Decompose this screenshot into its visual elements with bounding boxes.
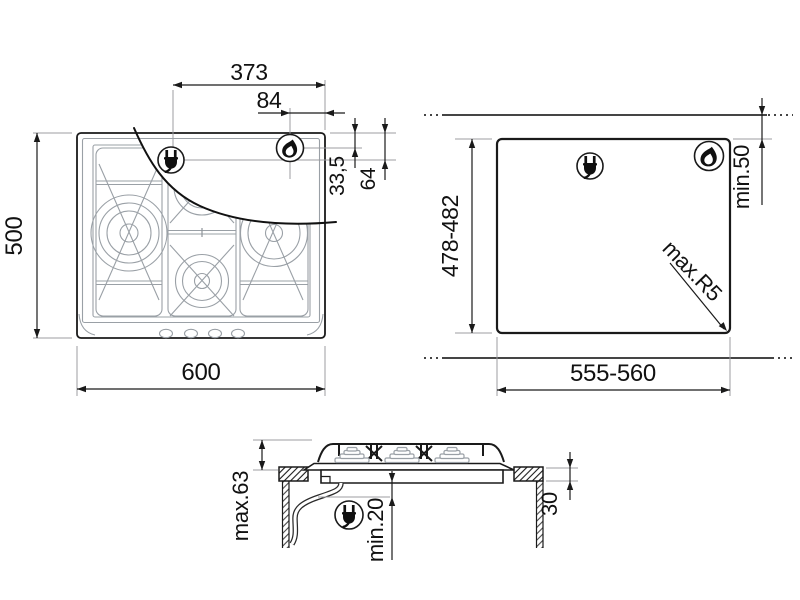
flame-icon: [275, 133, 305, 163]
dim-label-width: 600: [181, 359, 220, 386]
break-line: [133, 127, 337, 225]
side-view-dimensions: [258, 440, 574, 560]
cutout-dimensions: [468, 98, 766, 394]
power-cable: [289, 482, 344, 546]
cutout-outline: [495, 137, 732, 335]
burner-bottom-center: [174, 253, 230, 309]
dim-label-plug-top-offset: 64: [357, 167, 380, 190]
dim-label-height-above-worktop: max.63: [228, 471, 253, 541]
side-section-view: max.63 min.20 30: [228, 439, 578, 562]
top-view-dimensions: [33, 81, 389, 393]
cutout-extension-lines: [455, 138, 772, 396]
worktop-section-right: [513, 466, 544, 482]
worktop-section-left: [278, 466, 309, 482]
burner-caps-profile: [334, 446, 470, 464]
dim-label-flame-top-offset: 33,5: [326, 156, 349, 196]
dim-label-cutout-depth: 478-482: [437, 195, 463, 277]
plug-icon: [157, 146, 185, 174]
dim-label-plug-offset: 373: [230, 59, 267, 85]
worktop-cutout-view: 478-482 555-560 min.50 max.R5: [424, 98, 793, 396]
dim-label-worktop-thickness: 30: [537, 492, 562, 516]
dim-label-clearance-below: min.20: [363, 498, 388, 562]
knob: [207, 328, 223, 339]
control-knobs: [158, 328, 246, 339]
hob-body-profile: [320, 469, 504, 484]
plug-icon: [334, 500, 364, 530]
cabinet-sides: [281, 481, 544, 548]
top-view-extension-lines: [33, 80, 396, 396]
dim-label-cutout-width: 555-560: [570, 360, 656, 387]
dim-label-flame-offset: 84: [257, 87, 282, 113]
pan-support-profile: [317, 443, 505, 463]
hob-plate-profile: [301, 462, 515, 471]
dim-label-rear-clearance: min.50: [729, 145, 754, 209]
knob: [230, 328, 246, 339]
plug-icon: [576, 152, 604, 180]
flame-icon: [693, 140, 725, 172]
knob: [183, 328, 199, 339]
hob-top-view: 500 600 373 84 33,5 64: [1, 59, 396, 396]
burner-large: [90, 194, 168, 272]
knob: [158, 328, 174, 339]
side-view-extension-lines: [253, 439, 578, 498]
dim-label-depth: 500: [1, 216, 28, 255]
